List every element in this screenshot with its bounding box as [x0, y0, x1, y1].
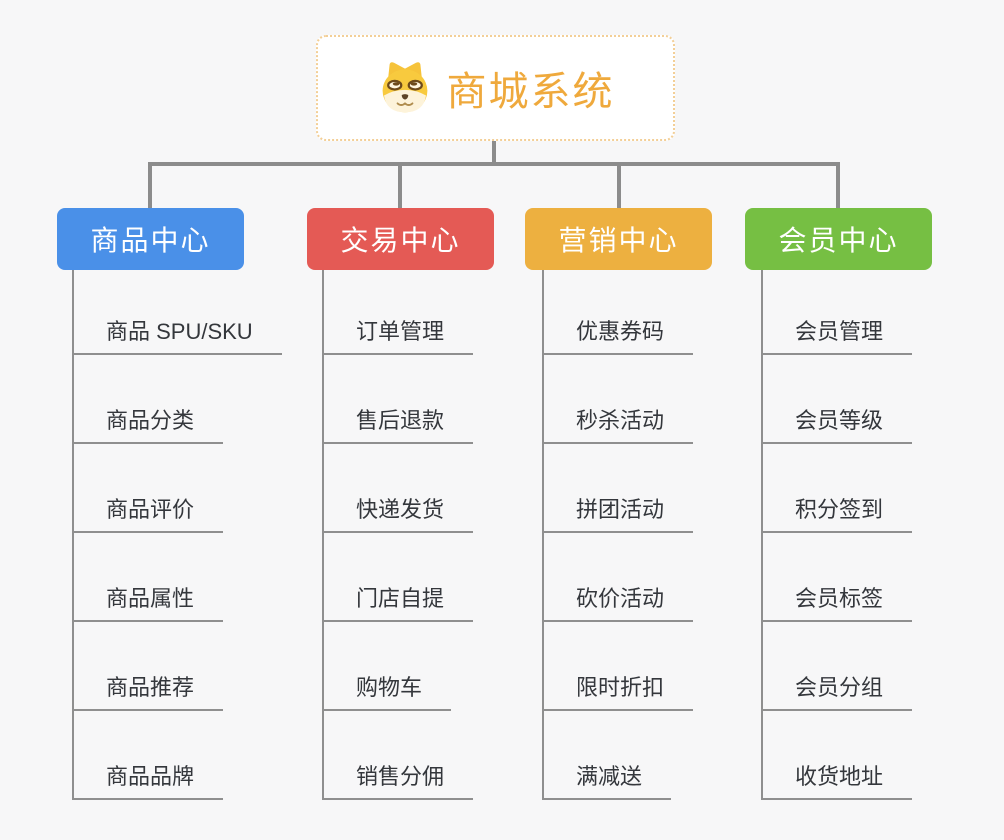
leaf-item-member-center-1[interactable]: 会员管理	[763, 314, 913, 355]
branch-node-member-center[interactable]: 会员中心	[745, 208, 932, 270]
leaf-item-member-center-2[interactable]: 会员等级	[763, 403, 913, 444]
leaf-row: 会员标签	[763, 533, 913, 622]
leaf-item-product-center-5[interactable]: 商品推荐	[74, 670, 224, 711]
leaf-column-trade-center: 订单管理售后退款快递发货门店自提购物车销售分佣	[322, 270, 474, 800]
leaf-column-member-center: 会员管理会员等级积分签到会员标签会员分组收货地址	[761, 270, 913, 800]
leaf-item-product-center-1[interactable]: 商品 SPU/SKU	[74, 314, 282, 355]
leaf-item-marketing-center-2[interactable]: 秒杀活动	[544, 403, 694, 444]
leaf-row: 商品分类	[74, 355, 282, 444]
leaf-item-member-center-3[interactable]: 积分签到	[763, 492, 913, 533]
leaf-item-trade-center-2[interactable]: 售后退款	[324, 403, 474, 444]
leaf-row: 秒杀活动	[544, 355, 694, 444]
root-title: 商城系统	[446, 70, 615, 114]
leaf-item-marketing-center-4[interactable]: 砍价活动	[544, 581, 694, 622]
leaf-row: 购物车	[324, 622, 473, 711]
leaf-item-trade-center-3[interactable]: 快递发货	[324, 492, 474, 533]
leaf-row: 优惠券码	[544, 270, 694, 355]
dog-icon	[377, 60, 433, 116]
leaf-row: 砍价活动	[544, 533, 694, 622]
leaf-row: 订单管理	[324, 270, 474, 355]
leaf-item-product-center-6[interactable]: 商品品牌	[74, 759, 224, 800]
leaf-item-trade-center-4[interactable]: 门店自提	[324, 581, 474, 622]
leaf-row: 商品 SPU/SKU	[74, 270, 282, 355]
leaf-item-marketing-center-1[interactable]: 优惠券码	[544, 314, 694, 355]
leaf-item-member-center-6[interactable]: 收货地址	[763, 759, 913, 800]
leaf-item-product-center-3[interactable]: 商品评价	[74, 492, 224, 533]
leaf-row: 会员分组	[763, 622, 913, 711]
leaf-item-trade-center-6[interactable]: 销售分佣	[324, 759, 474, 800]
leaf-row: 会员等级	[763, 355, 913, 444]
connector-drop-marketing-center	[617, 164, 621, 208]
branch-node-marketing-center[interactable]: 营销中心	[525, 208, 712, 270]
branch-node-product-center[interactable]: 商品中心	[57, 208, 244, 270]
leaf-item-marketing-center-6[interactable]: 满减送	[544, 759, 672, 800]
leaf-row: 满减送	[544, 711, 693, 800]
leaf-item-marketing-center-3[interactable]: 拼团活动	[544, 492, 694, 533]
leaf-column-product-center: 商品 SPU/SKU 商品分类商品评价商品属性商品推荐商品品牌	[72, 270, 282, 800]
leaf-row: 拼团活动	[544, 444, 694, 533]
leaf-item-member-center-4[interactable]: 会员标签	[763, 581, 913, 622]
connector-drop-product-center	[148, 164, 152, 208]
leaf-item-trade-center-1[interactable]: 订单管理	[324, 314, 474, 355]
leaf-row: 限时折扣	[544, 622, 694, 711]
leaf-item-trade-center-5[interactable]: 购物车	[324, 670, 452, 711]
branch-node-trade-center[interactable]: 交易中心	[307, 208, 494, 270]
leaf-row: 商品评价	[74, 444, 282, 533]
connector-drop-member-center	[836, 164, 840, 208]
leaf-item-product-center-4[interactable]: 商品属性	[74, 581, 224, 622]
leaf-row: 积分签到	[763, 444, 913, 533]
leaf-row: 售后退款	[324, 355, 474, 444]
leaf-item-member-center-5[interactable]: 会员分组	[763, 670, 913, 711]
leaf-row: 商品推荐	[74, 622, 282, 711]
leaf-row: 门店自提	[324, 533, 474, 622]
leaf-item-product-center-2[interactable]: 商品分类	[74, 403, 224, 444]
leaf-row: 收货地址	[763, 711, 913, 800]
connector-root-stem	[492, 139, 496, 166]
root-node[interactable]: 商城系统	[316, 35, 675, 141]
leaf-column-marketing-center: 优惠券码秒杀活动拼团活动砍价活动限时折扣满减送	[542, 270, 694, 800]
connector-bus	[148, 162, 840, 166]
connector-drop-trade-center	[398, 164, 402, 208]
leaf-row: 商品品牌	[74, 711, 282, 800]
leaf-item-marketing-center-5[interactable]: 限时折扣	[544, 670, 694, 711]
leaf-row: 商品属性	[74, 533, 282, 622]
leaf-row: 销售分佣	[324, 711, 474, 800]
leaf-row: 会员管理	[763, 270, 913, 355]
leaf-row: 快递发货	[324, 444, 474, 533]
